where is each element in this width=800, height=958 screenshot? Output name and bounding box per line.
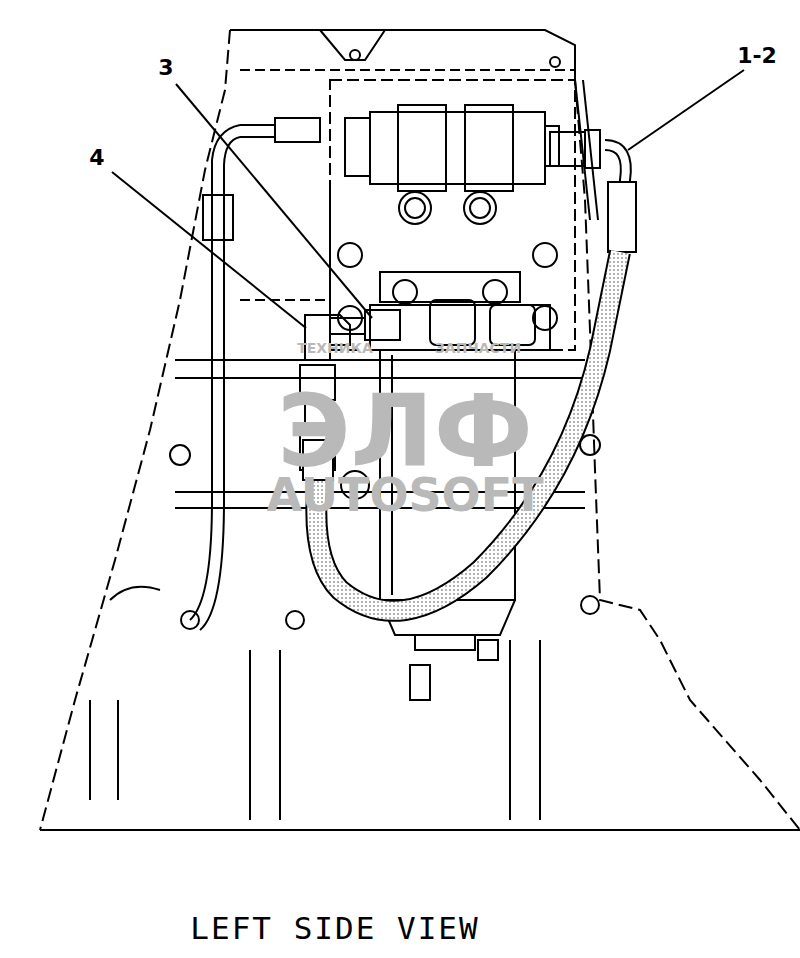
view-caption: LEFT SIDE VIEW xyxy=(190,913,479,944)
watermark-text: ЗАПЧАСТИ xyxy=(435,341,521,355)
watermark-text: ТЕХНИКА xyxy=(297,341,373,355)
watermark-text: ЭЛФ xyxy=(277,382,533,482)
callout-number: 4 xyxy=(87,146,106,170)
callout-number: 1-2 xyxy=(735,44,779,68)
watermark-text: AUTOSOFT xyxy=(266,472,543,518)
callout-number: 3 xyxy=(156,56,175,80)
